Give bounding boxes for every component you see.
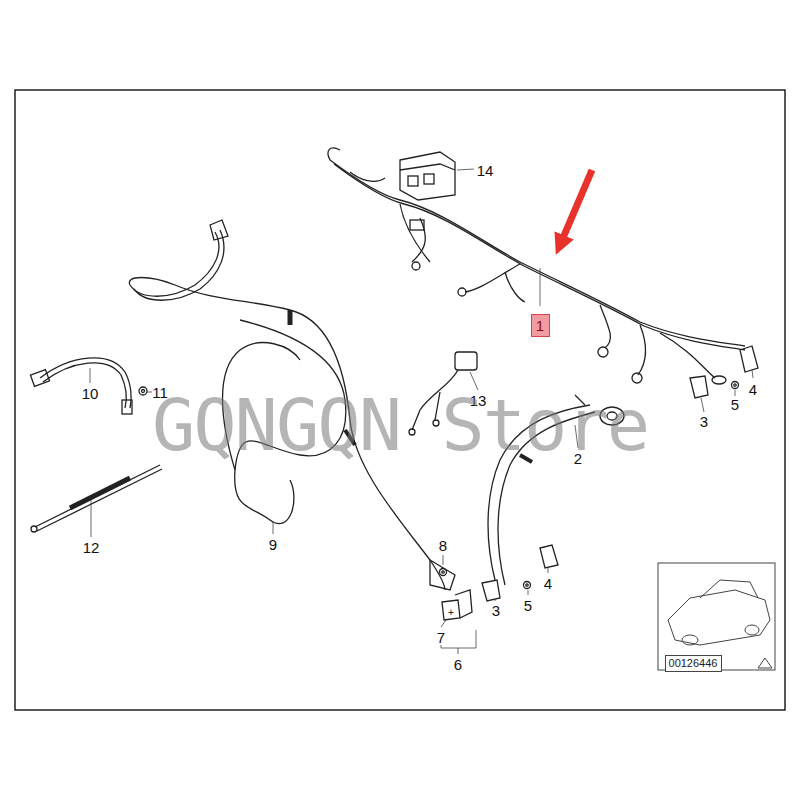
callout-number: 4: [544, 576, 552, 591]
callout-text: 1: [536, 318, 544, 333]
wires: +: [30, 148, 758, 620]
callout-number: 12: [83, 540, 100, 555]
diagram-number-box: 00126446: [665, 655, 722, 672]
svg-text:+: +: [448, 607, 454, 618]
callout-number: 8: [439, 538, 447, 553]
frame: [15, 90, 785, 710]
callout-number: 4: [749, 382, 757, 397]
callout-number: 10: [82, 386, 99, 401]
leader-lines: [90, 169, 753, 654]
callout-number: 3: [700, 414, 708, 429]
pointer-arrow: [560, 170, 592, 245]
watermark: GQNGQN Store: [152, 389, 648, 461]
callout-number: 7: [437, 630, 445, 645]
callout-number: 5: [524, 598, 532, 613]
callout-number: 14: [477, 163, 494, 178]
callout-number: 6: [454, 657, 462, 672]
callout-text: 00126446: [669, 658, 718, 669]
callout-number: 9: [269, 537, 277, 552]
callout-number-box: 1: [531, 314, 550, 337]
callout-number: 5: [731, 397, 739, 412]
callout-number: 3: [492, 603, 500, 618]
